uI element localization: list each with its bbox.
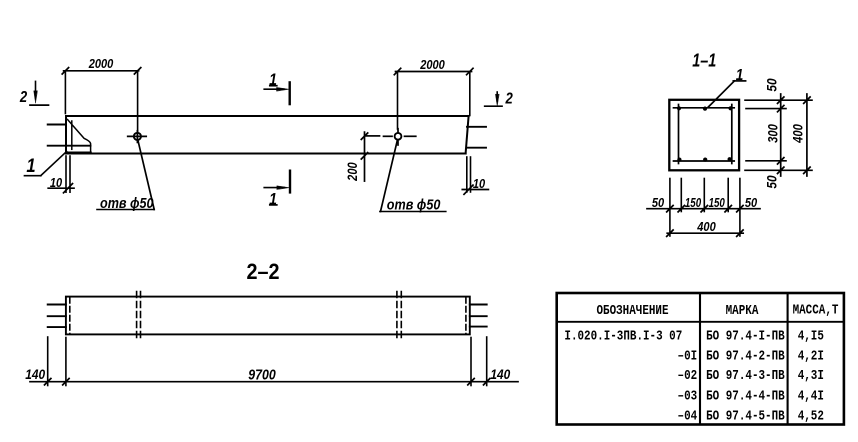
svg-text:I.020.I-3ПВ.I-3 07: I.020.I-3ПВ.I-3 07 bbox=[564, 328, 682, 344]
svg-text:–04: –04 bbox=[678, 409, 698, 425]
svg-text:2: 2 bbox=[505, 90, 513, 107]
svg-text:1: 1 bbox=[269, 190, 277, 208]
svg-text:300: 300 bbox=[765, 124, 780, 143]
svg-text:БО 97.4-I-ПВ: БО 97.4-I-ПВ bbox=[706, 328, 785, 344]
svg-text:2–2: 2–2 bbox=[246, 260, 279, 284]
svg-text:50: 50 bbox=[745, 195, 758, 210]
svg-text:1–1: 1–1 bbox=[692, 50, 716, 71]
svg-text:2: 2 bbox=[19, 89, 27, 106]
svg-text:4,3I: 4,3I bbox=[798, 368, 824, 384]
svg-text:10: 10 bbox=[50, 175, 63, 190]
svg-text:отв ϕ50: отв ϕ50 bbox=[387, 196, 441, 213]
svg-text:–0I: –0I bbox=[678, 348, 698, 364]
svg-text:БО 97.4-5-ПВ: БО 97.4-5-ПВ bbox=[706, 409, 785, 425]
svg-text:4,I5: 4,I5 bbox=[798, 328, 824, 344]
svg-text:140: 140 bbox=[25, 366, 46, 382]
svg-text:–02: –02 bbox=[678, 368, 698, 384]
svg-text:400: 400 bbox=[696, 219, 716, 234]
svg-text:2000: 2000 bbox=[419, 57, 445, 72]
svg-text:4,4I: 4,4I bbox=[798, 388, 824, 404]
svg-text:150: 150 bbox=[709, 197, 726, 211]
svg-text:400: 400 bbox=[790, 124, 805, 144]
svg-text:4,52: 4,52 bbox=[798, 409, 824, 425]
svg-text:БО 97.4-4-ПВ: БО 97.4-4-ПВ bbox=[706, 388, 785, 404]
svg-text:отв ϕ50: отв ϕ50 bbox=[100, 194, 154, 211]
svg-text:1: 1 bbox=[736, 67, 744, 84]
svg-text:50: 50 bbox=[764, 78, 780, 92]
svg-text:БО 97.4-3-ПВ: БО 97.4-3-ПВ bbox=[706, 368, 785, 384]
svg-text:2000: 2000 bbox=[88, 56, 114, 71]
svg-text:–03: –03 bbox=[678, 388, 698, 404]
svg-text:200: 200 bbox=[345, 162, 360, 181]
svg-text:140: 140 bbox=[490, 366, 511, 382]
svg-text:1: 1 bbox=[269, 71, 277, 89]
svg-text:БО 97.4-2-ПВ: БО 97.4-2-ПВ bbox=[706, 348, 785, 364]
svg-text:10: 10 bbox=[473, 176, 486, 191]
svg-text:ОБОЗНАЧЕНИЕ: ОБОЗНАЧЕНИЕ bbox=[596, 303, 668, 319]
svg-text:50: 50 bbox=[764, 175, 780, 189]
svg-text:150: 150 bbox=[685, 197, 702, 211]
svg-text:МАССА,Т: МАССА,Т bbox=[793, 302, 839, 318]
svg-text:МАРКА: МАРКА bbox=[726, 303, 759, 319]
svg-text:1: 1 bbox=[26, 155, 35, 177]
svg-text:50: 50 bbox=[652, 195, 665, 210]
svg-text:9700: 9700 bbox=[248, 367, 276, 383]
svg-text:4,2I: 4,2I bbox=[798, 348, 824, 364]
